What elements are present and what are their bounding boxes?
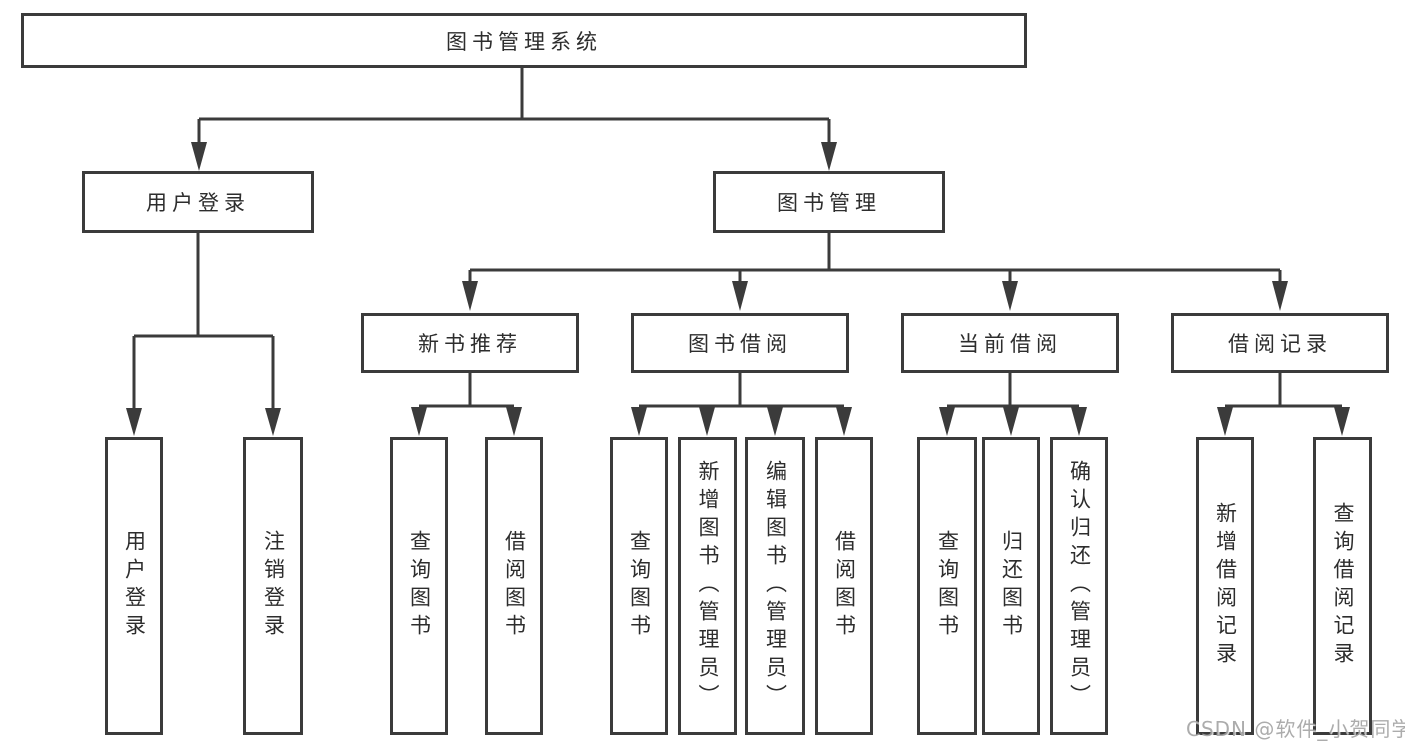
leaf-query-book-1-label: 查询图书 [407,530,432,642]
leaf-confirm-return-admin: 确认归还（管理员） [1050,437,1108,735]
leaf-return-book: 归还图书 [982,437,1040,735]
node-user-login: 用户登录 [82,171,314,233]
leaf-edit-book-admin-label: 编辑图书（管理员） [763,460,788,712]
leaf-query-book-2: 查询图书 [610,437,668,735]
leaf-user-login: 用户登录 [105,437,163,735]
leaf-return-book-label: 归还图书 [999,530,1024,642]
leaf-query-book-1: 查询图书 [390,437,448,735]
leaf-confirm-return-admin-label: 确认归还（管理员） [1067,460,1092,712]
node-book-borrow: 图书借阅 [631,313,849,373]
node-current-borrow: 当前借阅 [901,313,1119,373]
leaf-user-login-label: 用户登录 [122,530,147,642]
csdn-watermark: CSDN @软件_小贺同学 [1186,717,1405,741]
leaf-add-borrow-record: 新增借阅记录 [1196,437,1254,735]
node-borrow-records: 借阅记录 [1171,313,1389,373]
leaf-query-book-2-label: 查询图书 [627,530,652,642]
leaf-borrow-book-2: 借阅图书 [815,437,873,735]
leaf-add-book-admin-label: 新增图书（管理员） [696,460,720,712]
leaf-edit-book-admin: 编辑图书（管理员） [745,437,805,735]
node-new-book-recommend: 新书推荐 [361,313,579,373]
leaf-borrow-book-1: 借阅图书 [485,437,543,735]
leaf-logout: 注销登录 [243,437,303,735]
leaf-logout-label: 注销登录 [261,530,286,642]
leaf-query-book-3: 查询图书 [917,437,977,735]
leaf-borrow-book-1-label: 借阅图书 [502,530,527,642]
leaf-query-borrow-record-label: 查询借阅记录 [1331,502,1355,670]
leaf-add-borrow-record-label: 新增借阅记录 [1213,502,1238,670]
leaf-borrow-book-2-label: 借阅图书 [832,530,857,642]
leaf-query-book-3-label: 查询图书 [935,530,960,642]
leaf-query-borrow-record: 查询借阅记录 [1313,437,1372,735]
leaf-add-book-admin: 新增图书（管理员） [678,437,737,735]
node-book-management-system: 图书管理系统 [21,13,1027,68]
node-book-management: 图书管理 [713,171,945,233]
